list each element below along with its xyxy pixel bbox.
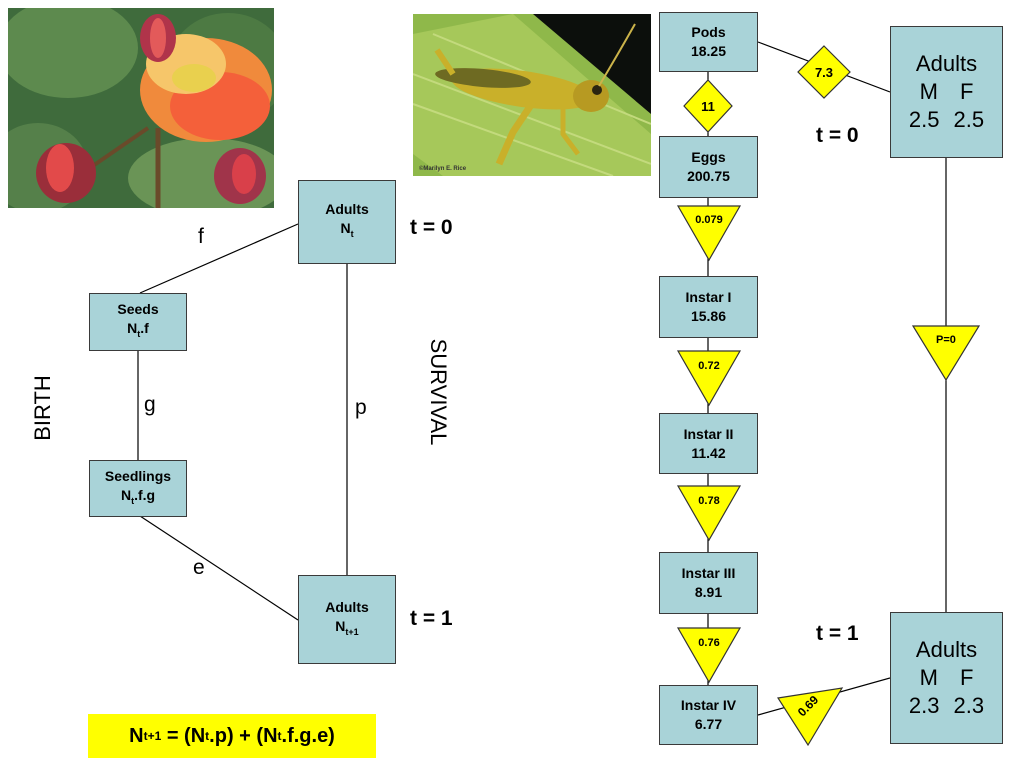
edge-adults-seeds [139,223,299,294]
seeds-node: Seeds Nt.f [89,293,187,351]
node-formula: Nt+1 [335,617,359,637]
rate-marker-pods-eggs [683,79,733,133]
node-formula: Nt [340,220,354,239]
edge-seedlings-adults [139,515,299,621]
edge-label-f: f [198,225,204,248]
rate-pods-adults-text: 7.3 [815,65,833,80]
rate-eggs-instar1-text: 0.079 [695,214,723,226]
edge-label-g: g [144,393,156,416]
rate-marker-eggs-instar1 [676,205,742,262]
time-label-t1: t = 1 [410,607,453,630]
right-time-label-t1: t = 1 [816,622,859,645]
node-formula: Nt.f.g [120,486,156,506]
rate-instar3-instar4-text: 0.76 [698,637,719,649]
edge-label-e: e [193,556,205,579]
photo-credit: ©Marilyn E. Rice [419,165,467,172]
adults-top-node: Adults Nt [298,180,396,264]
right-time-label-t0: t = 0 [816,124,859,147]
rate-instar1-instar2-text: 0.72 [698,360,719,372]
node-title: Adults [915,51,978,76]
node-title: Adults [915,637,978,662]
node-title: Seedlings [104,467,172,484]
rate-marker-instar3-instar4 [676,627,742,684]
rate-marker-instar2-instar3 [676,485,742,542]
rate-pods-eggs-text: 11 [701,99,715,114]
seedlings-node: Seedlings Nt.f.g [89,460,187,517]
rate-adult-survival-text: P=0 [936,334,956,346]
grasshopper-photo: ©Marilyn E. Rice [413,14,651,176]
rate-marker-adult-survival [911,325,981,382]
node-title: Adults [325,598,369,615]
birth-label: BIRTH [30,375,55,441]
node-title: Adults [325,201,369,218]
rate-marker-instar4-adults [777,687,844,747]
rate-instar2-instar3-text: 0.78 [698,495,719,507]
rose-photo [8,8,274,208]
node-title: Seeds [117,301,159,318]
edge-label-p: p [355,396,367,419]
survival-label: SURVIVAL [426,338,451,446]
rate-marker-instar1-instar2 [676,350,742,407]
node-formula: Nt.f [127,320,149,339]
rate-marker-pods-adults [797,45,851,99]
time-label-t0: t = 0 [410,216,453,239]
adults-bottom-node: Adults Nt+1 [298,575,396,664]
